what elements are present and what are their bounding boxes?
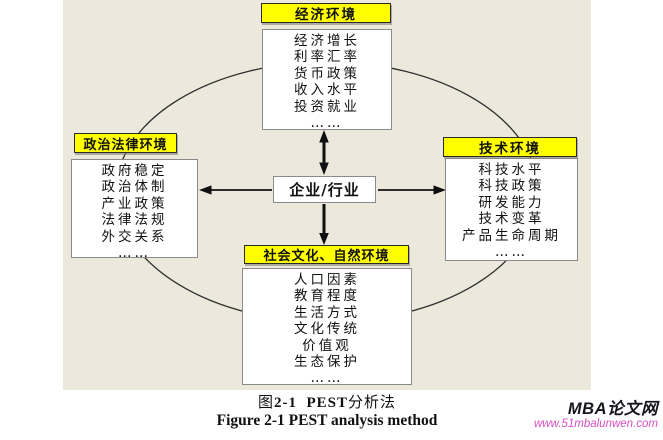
panel-line: 投资就业	[294, 98, 360, 115]
panel-line: 货币政策	[294, 65, 360, 82]
panel-line: 生态保护	[294, 353, 360, 370]
watermark: MBA论文网 www.51mbalunwen.com	[534, 400, 658, 431]
panel-line: 产品生命周期	[462, 227, 561, 244]
figure-caption-en: Figure 2-1 PEST analysis method	[216, 412, 438, 429]
panel-line: 收入水平	[294, 82, 360, 99]
panel-line: 文化传统	[294, 321, 360, 338]
political-env-header: 政治法律环境	[74, 133, 177, 153]
technological-env-box: 科技水平科技政策研发能力技术变革产品生命周期……	[445, 158, 578, 261]
panel-line: 产业政策	[101, 195, 168, 212]
panel-line: ……	[310, 114, 344, 130]
panel-line: ……	[118, 244, 151, 258]
panel-line: 科技水平	[478, 162, 545, 178]
enterprise-industry-node: 企业/行业	[273, 176, 376, 203]
panel-line: ……	[495, 243, 528, 260]
panel-line: 外交关系	[101, 228, 168, 245]
figure-caption-zh: 图2-1 PEST分析法	[63, 391, 591, 412]
social-env-box: 人口因素教育程度生活方式文化传统价值观生态保护……	[242, 268, 412, 385]
panel-line: 科技政策	[478, 178, 545, 195]
economic-env-box: 经济增长利率汇率货币政策收入水平投资就业……	[262, 29, 392, 130]
social-env-title: 社会文化、自然环境	[263, 249, 390, 264]
panel-line: 人口因素	[294, 272, 360, 288]
political-env-title: 政治法律环境	[83, 137, 168, 153]
panel-line: 教育程度	[294, 288, 360, 305]
watermark-site-name: MBA论文网	[567, 400, 658, 418]
caption-zh-suffix: 分析法	[348, 393, 397, 411]
panel-line: 法律法规	[101, 212, 168, 229]
caption-zh-prefix: 图	[257, 393, 274, 411]
panel-line: 技术变革	[478, 211, 545, 228]
technological-env-header: 技术环境	[443, 137, 577, 157]
enterprise-industry-label: 企业/行业	[289, 181, 360, 199]
panel-line: 研发能力	[478, 194, 545, 211]
panel-line: 生活方式	[294, 304, 360, 321]
political-env-box: 政府稳定政治体制产业政策法律法规外交关系……	[71, 159, 198, 258]
technological-env-title: 技术环境	[479, 141, 541, 157]
panel-line: 经济增长	[294, 33, 360, 49]
panel-line: 政治体制	[101, 179, 168, 196]
watermark-site-url: www.51mbalunwen.com	[533, 418, 658, 431]
panel-line: 利率汇率	[294, 49, 360, 66]
economic-env-title: 经济环境	[295, 7, 357, 23]
panel-line: 政府稳定	[101, 163, 168, 179]
caption-zh-number: 2-1 PEST	[273, 395, 348, 411]
economic-env-header: 经济环境	[261, 3, 391, 23]
social-env-header: 社会文化、自然环境	[244, 245, 409, 264]
panel-line: 价值观	[302, 337, 352, 354]
panel-line: ……	[310, 370, 344, 385]
